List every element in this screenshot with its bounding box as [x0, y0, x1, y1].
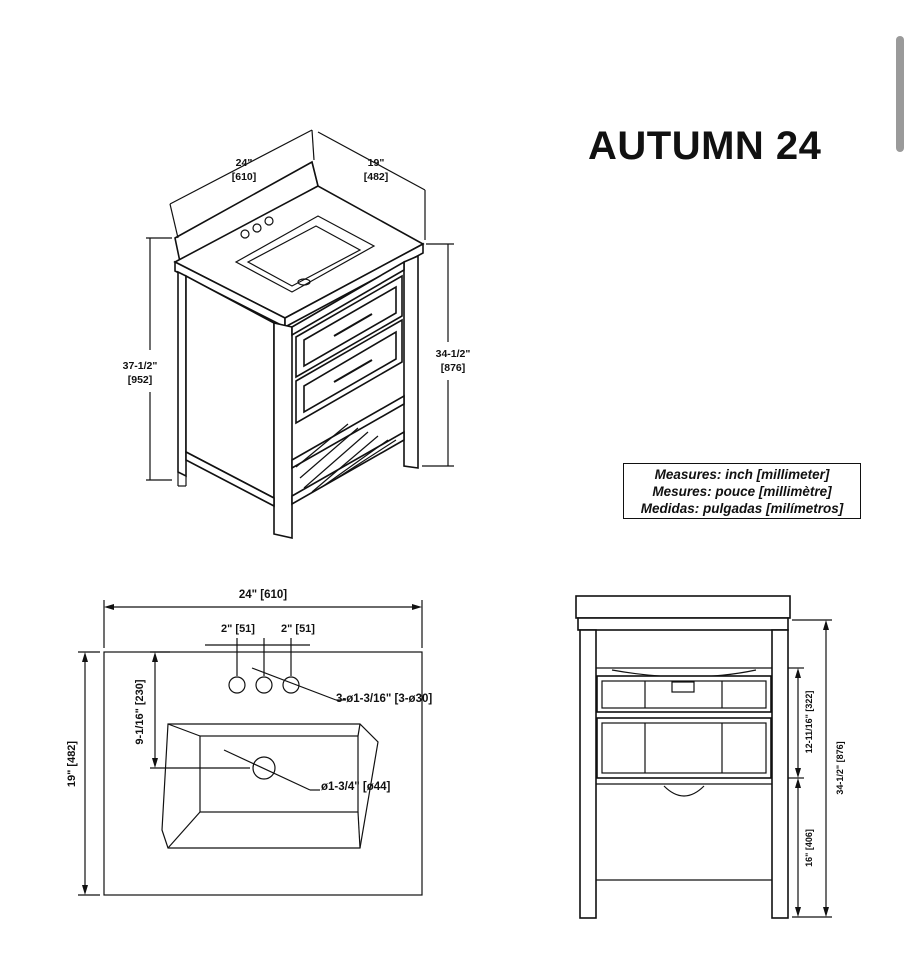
top-faucet-holes-label: 3-ø1-3/16" [3-ø30] [336, 693, 432, 705]
top-width-label: 24" [610] [239, 589, 287, 601]
top-spacing-left-label: 2" [51] [221, 623, 255, 635]
iso-depth-label: 19" [368, 157, 385, 169]
front-drawer-height-label: 12-11/16" [322] [804, 691, 814, 754]
top-spacing-right-label: 2" [51] [281, 623, 315, 635]
top-view-drawing: 24" [610] 2" [51] 2" [51] 19" [482] 9-1/… [66, 589, 432, 896]
legend-line-english: Measures: inch [millimeter] [654, 467, 830, 482]
iso-width-mm-label: [610] [232, 171, 257, 183]
front-shelf-height-label: 16" [406] [804, 829, 814, 867]
iso-total-height-label: 37-1/2" [123, 360, 158, 372]
iso-counter-height-label: 34-1/2" [436, 348, 471, 360]
iso-total-height-mm-label: [952] [128, 374, 153, 386]
front-height-label: 34-1/2" [876] [835, 741, 845, 794]
top-drain-offset-label: 9-1/16" [230] [134, 679, 146, 744]
units-legend: Measures: inch [millimeter] Mesures: pou… [623, 463, 861, 519]
legend-line-french: Mesures: pouce [millimètre] [652, 484, 832, 499]
top-depth-label: 19" [482] [66, 741, 78, 788]
top-drain-label: ø1-3/4" [ø44] [321, 781, 391, 793]
iso-width-label: 24" [236, 157, 253, 169]
product-title: AUTUMN 24 [588, 124, 822, 168]
legend-line-spanish: Medidas: pulgadas [milímetros] [640, 501, 844, 516]
iso-counter-height-mm-label: [876] [441, 362, 466, 374]
front-view-drawing: 34-1/2" [876] 12-11/16" [322] 16" [406] [575, 595, 845, 919]
isometric-vanity-drawing: 24" [610] 19" [482] 37-1/2" [952] 34-1/2… [123, 129, 471, 539]
iso-depth-mm-label: [482] [364, 171, 389, 183]
scrollbar[interactable] [896, 36, 904, 152]
